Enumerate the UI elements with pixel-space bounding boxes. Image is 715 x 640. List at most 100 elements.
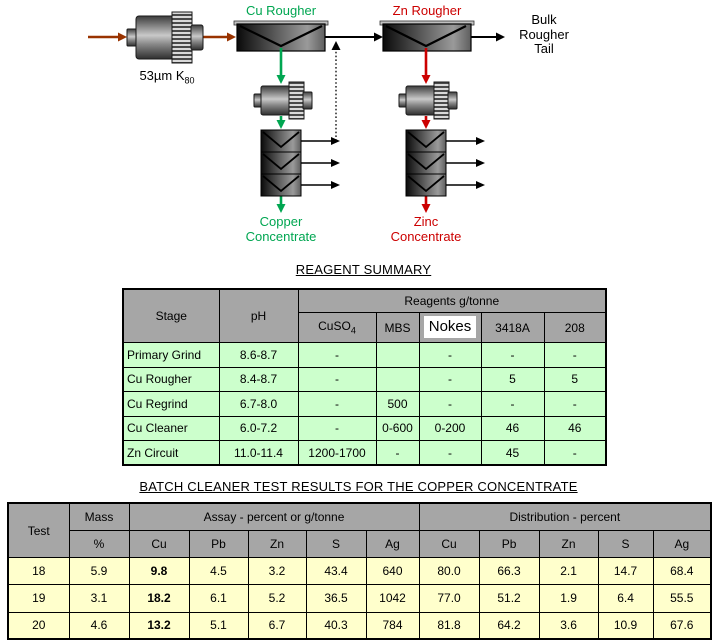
table-cell: 6.7-8.0 bbox=[218, 391, 299, 417]
table-cell: 46 bbox=[480, 415, 545, 441]
col-header-assay-s: S bbox=[305, 530, 367, 558]
table-cell: 68.4 bbox=[652, 556, 712, 586]
grind-size-text: 53µm K bbox=[139, 68, 185, 83]
primary-mill-icon bbox=[126, 11, 204, 64]
table-cell: 20 bbox=[7, 611, 70, 640]
table-cell: 36.5 bbox=[305, 584, 367, 613]
table-cell: 66.3 bbox=[478, 556, 540, 586]
table-cell: 6.1 bbox=[188, 584, 249, 613]
table-cell: 40.3 bbox=[305, 611, 367, 640]
table-cell: 1200-1700 bbox=[297, 440, 377, 466]
flotation-flowsheet-diagram: Cu Rougher Zn Rougher Bulk Rougher Tail … bbox=[0, 0, 715, 258]
table-cell: - bbox=[480, 391, 545, 417]
table-cell: 6.7 bbox=[247, 611, 307, 640]
col-header-assay-pb: Pb bbox=[188, 530, 249, 558]
col-group-assay: Assay - percent or g/tonne bbox=[128, 502, 420, 531]
table-cell: 18.2 bbox=[128, 584, 190, 613]
table-cell bbox=[375, 342, 420, 368]
cu-rougher-cell-icon bbox=[233, 20, 329, 52]
table-cell: 45 bbox=[480, 440, 545, 466]
table-cell: 3.2 bbox=[247, 556, 307, 586]
table-cell: 500 bbox=[375, 391, 420, 417]
table-cell: Cu Cleaner bbox=[122, 415, 220, 441]
col-header-nokes: Nokes bbox=[418, 312, 482, 343]
zn-rougher-cell-icon bbox=[379, 20, 475, 52]
col-header-dist-pb: Pb bbox=[478, 530, 540, 558]
zinc-concentrate-label: Zinc Concentrate bbox=[390, 214, 462, 244]
cu-rougher-label: Cu Rougher bbox=[245, 3, 317, 18]
table-cell: Cu Rougher bbox=[122, 366, 220, 392]
batch-cleaner-results-table: Test Mass Assay - percent or g/tonne Dis… bbox=[7, 502, 713, 640]
table-cell: - bbox=[297, 415, 377, 441]
col-header-mbs: MBS bbox=[375, 312, 420, 343]
table-cell: 18 bbox=[7, 556, 70, 586]
table-cell: 8.4-8.7 bbox=[218, 366, 299, 392]
table-cell: 80.0 bbox=[418, 556, 480, 586]
nokes-overlay-label: Nokes bbox=[423, 315, 477, 338]
table-cell: 55.5 bbox=[652, 584, 712, 613]
table-cell: 77.0 bbox=[418, 584, 480, 613]
table-cell: 640 bbox=[365, 556, 420, 586]
table-cell: 8.6-8.7 bbox=[218, 342, 299, 368]
cu-regrind-mill-icon bbox=[253, 81, 313, 120]
table-cell: - bbox=[543, 342, 607, 368]
zn-concentrate-stream-arrows bbox=[421, 48, 431, 213]
table-cell: 19 bbox=[7, 584, 70, 613]
table-cell: - bbox=[297, 391, 377, 417]
recycle-dotted-arrow bbox=[331, 41, 341, 141]
col-header-mass: Mass bbox=[68, 502, 130, 531]
col-header-cuso4: CuSO4 bbox=[297, 312, 377, 343]
table-cell: 5.1 bbox=[188, 611, 249, 640]
table-cell: 6.4 bbox=[597, 584, 654, 613]
col-header-mass-pct: % bbox=[68, 530, 130, 558]
table-cell: Zn Circuit bbox=[122, 440, 220, 466]
table-cell: 3.1 bbox=[68, 584, 130, 613]
flowsheet-shapes bbox=[88, 11, 505, 213]
cuso4-subscript: 4 bbox=[350, 325, 356, 336]
zn-rougher-label: Zn Rougher bbox=[392, 3, 462, 18]
reagent-summary-table: Stage pH Reagents g/tonne CuSO4 MBS Noke… bbox=[122, 288, 607, 466]
zn-cleaner-cells-icon bbox=[405, 129, 447, 197]
table-cell: 1.9 bbox=[538, 584, 599, 613]
table-cell: - bbox=[543, 391, 607, 417]
table-cell: 4.6 bbox=[68, 611, 130, 640]
table-cell bbox=[375, 366, 420, 392]
table-cell: 0-600 bbox=[375, 415, 420, 441]
table-cell: - bbox=[480, 342, 545, 368]
bulk-rougher-tail-label: Bulk Rougher Tail bbox=[519, 12, 569, 56]
col-header-208: 208 bbox=[543, 312, 607, 343]
table-cell: - bbox=[375, 440, 420, 466]
cleaner-tails-arrows bbox=[301, 137, 485, 189]
table-cell: Cu Regrind bbox=[122, 391, 220, 417]
table-cell: 51.2 bbox=[478, 584, 540, 613]
table-cell: 11.0-11.4 bbox=[218, 440, 299, 466]
col-header-dist-zn: Zn bbox=[538, 530, 599, 558]
table-cell: Primary Grind bbox=[122, 342, 220, 368]
table-cell: 67.6 bbox=[652, 611, 712, 640]
table-cell: - bbox=[543, 440, 607, 466]
copper-concentrate-label: Copper Concentrate bbox=[245, 214, 317, 244]
col-header-stage: Stage bbox=[122, 288, 220, 343]
col-header-assay-cu: Cu bbox=[128, 530, 190, 558]
table-cell: 784 bbox=[365, 611, 420, 640]
cuso4-text: CuSO bbox=[318, 319, 351, 334]
table-cell: 5.2 bbox=[247, 584, 307, 613]
table-cell: 1042 bbox=[365, 584, 420, 613]
table-cell: 0-200 bbox=[418, 415, 482, 441]
grind-size-label: 53µm K80 bbox=[128, 68, 206, 88]
table-cell: 4.5 bbox=[188, 556, 249, 586]
table-cell: 14.7 bbox=[597, 556, 654, 586]
feed-stream-arrows bbox=[88, 32, 236, 42]
table-cell: 3.6 bbox=[538, 611, 599, 640]
col-header-assay-zn: Zn bbox=[247, 530, 307, 558]
table-cell: 5.9 bbox=[68, 556, 130, 586]
table-cell: - bbox=[418, 391, 482, 417]
